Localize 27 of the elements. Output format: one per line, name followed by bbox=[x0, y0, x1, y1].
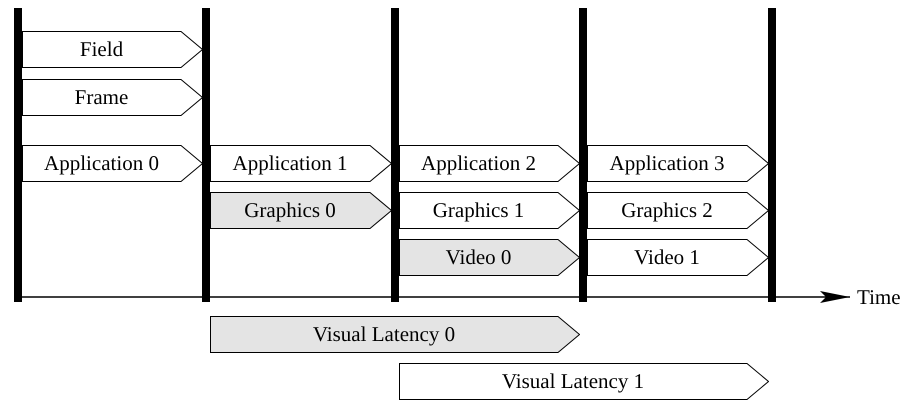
chevron-box bbox=[210, 145, 392, 182]
chevron-box bbox=[22, 31, 203, 68]
box-label: Graphics 2 bbox=[621, 198, 713, 223]
box-label: Application 1 bbox=[232, 151, 348, 176]
box-label: Application 3 bbox=[610, 151, 724, 176]
box-label: Frame bbox=[74, 85, 128, 110]
chevron-box bbox=[587, 239, 769, 276]
box-label: Graphics 1 bbox=[432, 198, 524, 223]
box-label: Video 1 bbox=[634, 245, 700, 270]
chevron-box bbox=[210, 192, 392, 229]
chevron-box bbox=[587, 145, 769, 182]
box-label: Video 0 bbox=[446, 245, 512, 270]
box-label: Graphics 0 bbox=[244, 198, 336, 223]
box-label: Application 2 bbox=[421, 151, 536, 176]
chevron-box bbox=[399, 192, 580, 229]
box-label: Visual Latency 0 bbox=[312, 322, 456, 347]
axis-label: Time bbox=[857, 284, 901, 310]
chevron-box bbox=[22, 145, 203, 182]
box-label: Application 0 bbox=[44, 151, 159, 176]
chevron-box bbox=[399, 239, 580, 276]
chevron-box bbox=[399, 145, 580, 182]
box-label: Field bbox=[80, 37, 124, 62]
chevron-box bbox=[399, 363, 769, 400]
chevron-box bbox=[210, 316, 580, 353]
chevron-box bbox=[587, 192, 769, 229]
chevron-box bbox=[22, 79, 203, 116]
box-label: Visual Latency 1 bbox=[502, 369, 644, 394]
